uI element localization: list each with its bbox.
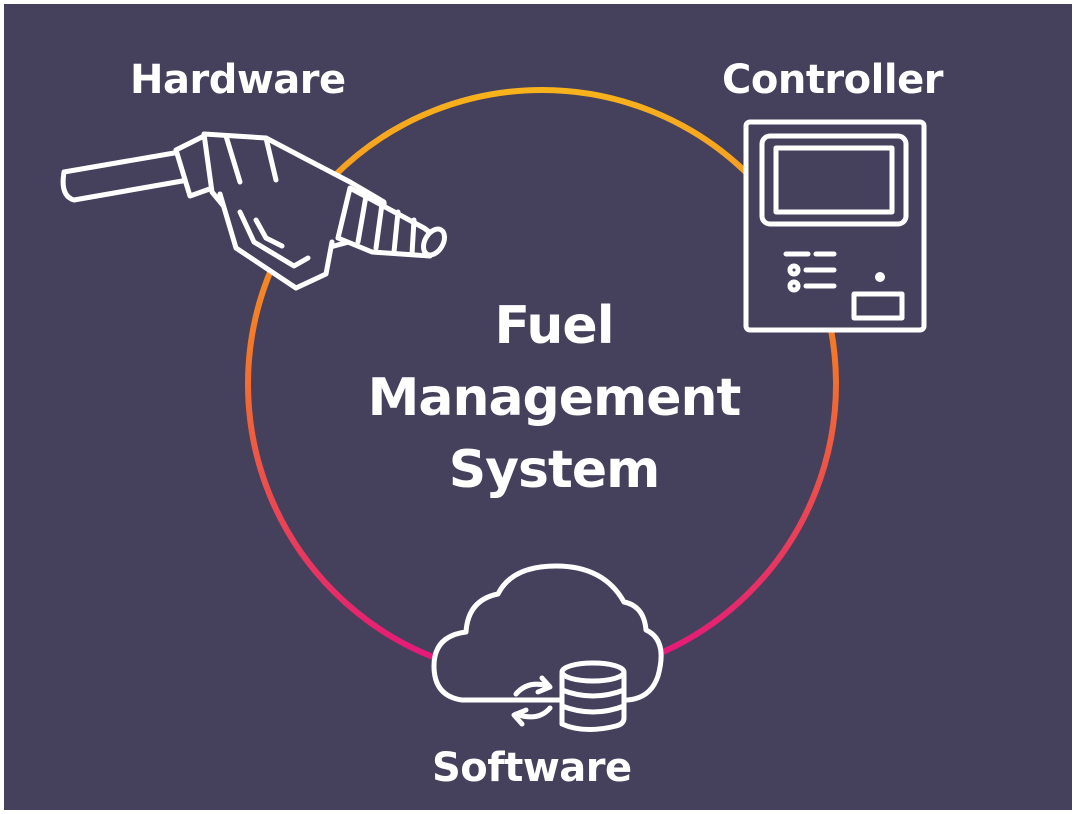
controller-label: Controller: [722, 57, 943, 103]
center-title: Fuel Management System: [294, 290, 814, 506]
controller-terminal-icon: [743, 119, 927, 333]
hardware-label: Hardware: [130, 57, 346, 103]
diagram-graphics: [60, 87, 927, 732]
cloud-database-icon: [431, 563, 664, 732]
center-title-line-3: System: [448, 440, 661, 500]
center-title-line-1: Fuel: [494, 296, 614, 356]
fuel-nozzle-icon: [60, 131, 447, 291]
diagram-canvas: Hardware Controller Software Fuel Manage…: [4, 4, 1072, 810]
center-title-line-2: Management: [367, 368, 742, 428]
software-label: Software: [432, 745, 632, 791]
